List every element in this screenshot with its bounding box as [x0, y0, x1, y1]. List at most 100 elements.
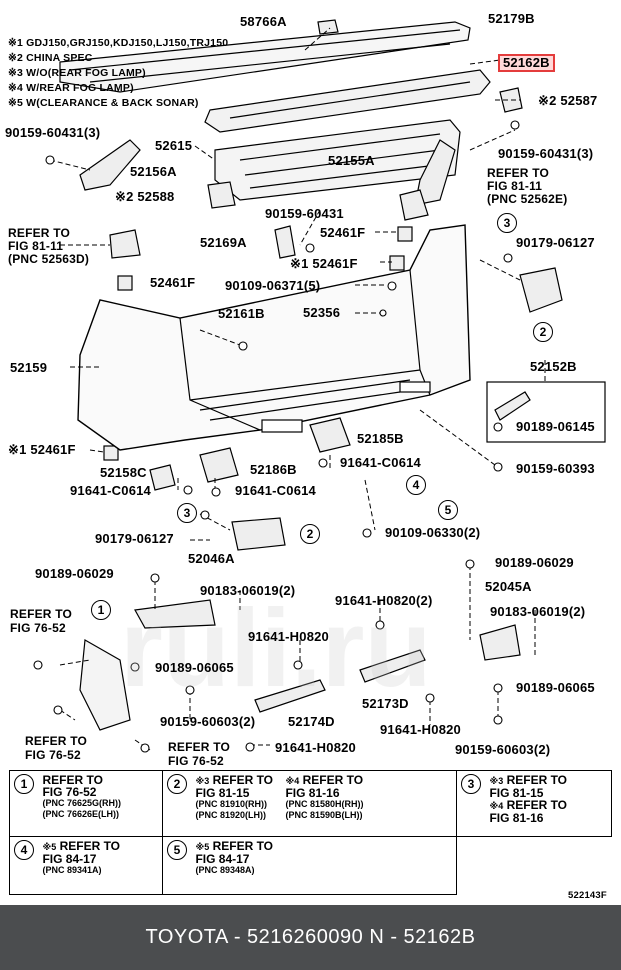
label-90159-60431[interactable]: 90159-60431 — [265, 206, 344, 221]
label-52161B[interactable]: 52161B — [218, 306, 265, 321]
figure-number: 522143F — [568, 890, 607, 901]
ref-2b-sub2: (PNC 81590B(LH)) — [285, 810, 363, 820]
refer-76-52-a-line1[interactable]: REFER TO — [10, 607, 73, 621]
screw-mudflap — [140, 743, 150, 753]
parts-diagram — [33, 19, 606, 753]
ref-cell-3[interactable]: 3 ※3 REFER TO FIG 81-15 ※4 REFER TO FIG … — [456, 770, 612, 837]
refer-76-52-b-line2[interactable]: FIG 76-52 — [25, 748, 81, 762]
label-58766A[interactable]: 58766A — [240, 14, 287, 29]
clip-52161B — [238, 341, 248, 351]
label-90189-06065-left[interactable]: 90189-06065 — [155, 660, 234, 675]
label-52615[interactable]: 52615 — [155, 138, 193, 153]
callout-4[interactable]: 4 — [406, 475, 426, 495]
label-90179-06127-bottom[interactable]: 90179-06127 — [95, 531, 174, 546]
ref-num-3: 3 — [461, 774, 481, 794]
refer-81-11-a-line3: (PNC 52562E) — [487, 192, 568, 206]
label-90189-06145[interactable]: 90189-06145 — [516, 419, 595, 434]
part-52186B — [199, 447, 239, 483]
ref-cell-5[interactable]: 5 ※5 REFER TO FIG 84-17 (PNC 89348A) — [162, 836, 457, 895]
part-52158C — [149, 464, 176, 491]
ref-2-sub2: (PNC 81920(LH)) — [195, 810, 266, 820]
label-52156A[interactable]: 52156A — [130, 164, 177, 179]
label-52185B[interactable]: 52185B — [357, 431, 404, 446]
label-90189-06029-right[interactable]: 90189-06029 — [495, 555, 574, 570]
ref-5-sub1: (PNC 89348A) — [195, 865, 255, 875]
refer-76-52-c-line2[interactable]: FIG 76-52 — [168, 754, 224, 768]
label-90179-06127-top[interactable]: 90179-06127 — [516, 235, 595, 250]
label-91641-C0614-left[interactable]: 91641-C0614 — [70, 483, 151, 498]
label-52461F-note1-left[interactable]: ※1 52461F — [8, 442, 76, 457]
label-52046A[interactable]: 52046A — [188, 551, 235, 566]
label-91641-C0614-right[interactable]: 91641-C0614 — [340, 455, 421, 470]
screw-90109-06330 — [362, 528, 372, 538]
ref-2-mark: ※3 — [195, 776, 210, 786]
callout-5[interactable]: 5 — [438, 500, 458, 520]
ref-4-line1: REFER TO — [59, 839, 121, 853]
callout-2-upper[interactable]: 2 — [533, 322, 553, 342]
ref-num-4: 4 — [14, 840, 34, 860]
label-52155A[interactable]: 52155A — [328, 153, 375, 168]
label-52174D[interactable]: 52174D — [288, 714, 335, 729]
label-90183-06019-2-right[interactable]: 90183-06019(2) — [490, 604, 586, 619]
ref-cell-4[interactable]: 4 ※5 REFER TO FIG 84-17 (PNC 89341A) — [9, 836, 163, 895]
label-90159-60603-2-right[interactable]: 90159-60603(2) — [455, 742, 551, 757]
callout-3-upper[interactable]: 3 — [497, 213, 517, 233]
label-90189-06065-right[interactable]: 90189-06065 — [516, 680, 595, 695]
refer-81-11-a-line1[interactable]: REFER TO — [487, 166, 550, 180]
label-90189-06029-left[interactable]: 90189-06029 — [35, 566, 114, 581]
note-5: ※5 W(CLEARANCE & BACK SONAR) — [8, 97, 199, 109]
nut-90189-06145 — [493, 422, 503, 432]
bolt-90159-60431 — [305, 243, 315, 253]
part-52046A — [134, 599, 216, 629]
refer-76-52-a-line2[interactable]: FIG 76-52 — [10, 621, 66, 635]
label-52461F[interactable]: 52461F — [320, 225, 366, 240]
refer-81-11-b-line2[interactable]: FIG 81-11 — [8, 239, 64, 253]
refer-81-11-b-line1[interactable]: REFER TO — [8, 226, 71, 240]
label-52169A[interactable]: 52169A — [200, 235, 247, 250]
label-52152B[interactable]: 52152B — [530, 359, 577, 374]
connector-52562E — [399, 189, 429, 221]
label-90109-06371-5[interactable]: 90109-06371(5) — [225, 278, 321, 293]
label-52461F-left[interactable]: 52461F — [150, 275, 196, 290]
screw-90109-06371 — [387, 281, 397, 291]
label-90159-60603-2-left[interactable]: 90159-60603(2) — [160, 714, 256, 729]
label-52158C[interactable]: 52158C — [100, 465, 147, 480]
bolt-91641-C0614 — [211, 487, 221, 497]
label-90109-06330-2[interactable]: 90109-06330(2) — [385, 525, 481, 540]
ref-cell-1[interactable]: 1 REFER TO FIG 76-52 (PNC 76625G(RH)) (P… — [9, 770, 163, 837]
label-52179B[interactable]: 52179B — [488, 11, 535, 26]
bolt-91641-H0820 — [245, 742, 255, 752]
label-52588[interactable]: ※2 52588 — [115, 189, 175, 204]
refer-76-52-c-line1[interactable]: REFER TO — [168, 740, 231, 754]
ref-5-line2: FIG 84-17 — [195, 852, 250, 866]
label-91641-H0820-bottom[interactable]: 91641-H0820 — [275, 740, 356, 755]
callout-2-lower[interactable]: 2 — [300, 524, 320, 544]
label-90159-60393[interactable]: 90159-60393 — [516, 461, 595, 476]
label-91641-H0820-mid[interactable]: 91641-H0820 — [248, 629, 329, 644]
part-52185B — [309, 417, 351, 453]
reflector — [231, 517, 286, 551]
callout-3-lower[interactable]: 3 — [177, 503, 197, 523]
label-91641-C0614-mid[interactable]: 91641-C0614 — [235, 483, 316, 498]
refer-76-52-b-line1[interactable]: REFER TO — [25, 734, 88, 748]
label-90159-60431-3-left[interactable]: 90159-60431(3) — [5, 125, 101, 140]
ref-cell-2[interactable]: 2 ※3 REFER TO FIG 81-15 (PNC 81910(RH)) … — [162, 770, 457, 837]
callout-1[interactable]: 1 — [91, 600, 111, 620]
refer-81-11-a-line2[interactable]: FIG 81-11 — [487, 179, 543, 193]
label-91641-H0820-right[interactable]: 91641-H0820 — [380, 722, 461, 737]
label-90183-06019-2-left[interactable]: 90183-06019(2) — [200, 583, 296, 598]
label-91641-H0820-2[interactable]: 91641-H0820(2) — [335, 593, 433, 608]
label-52162B-highlighted[interactable]: 52162B — [498, 54, 555, 72]
label-52461F-note1[interactable]: ※1 52461F — [290, 256, 358, 271]
label-52186B[interactable]: 52186B — [250, 462, 297, 477]
label-90159-60431-3-right[interactable]: 90159-60431(3) — [498, 146, 594, 161]
bolt-90159-60431 — [45, 155, 55, 165]
clip-52356 — [379, 309, 387, 317]
label-52587[interactable]: ※2 52587 — [538, 93, 598, 108]
label-52356[interactable]: 52356 — [303, 305, 341, 320]
label-52173D[interactable]: 52173D — [362, 696, 409, 711]
ref-5-line1: REFER TO — [212, 839, 274, 853]
label-52045A[interactable]: 52045A — [485, 579, 532, 594]
label-52159[interactable]: 52159 — [10, 360, 48, 375]
bolt-91641-C0614 — [183, 485, 193, 495]
